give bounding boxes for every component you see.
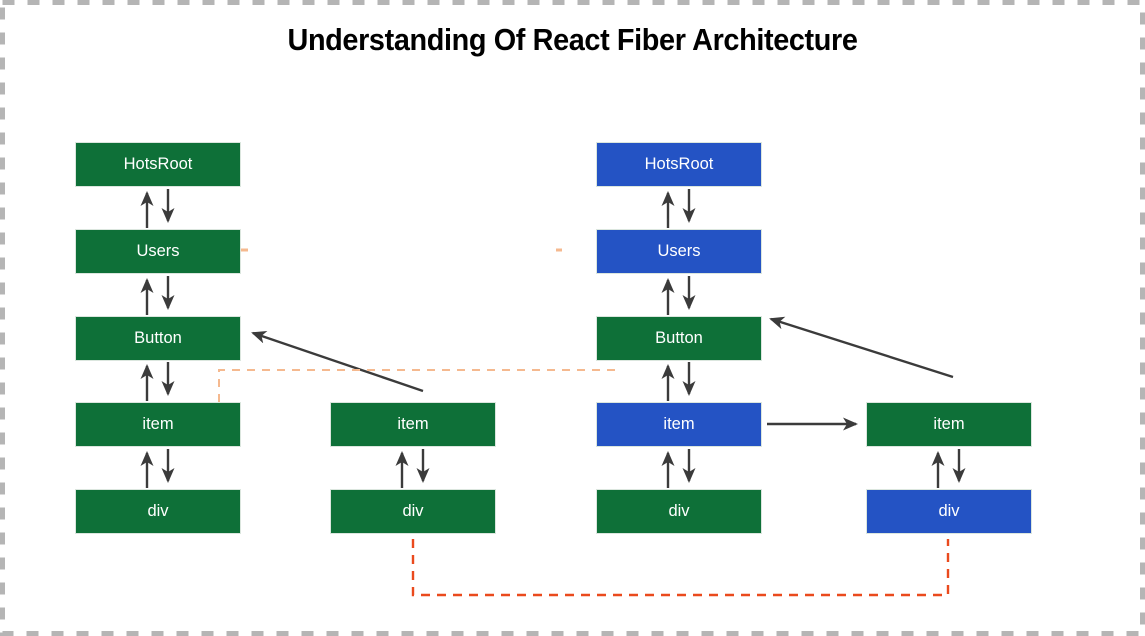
node-left-sibling-item: item [331,403,495,446]
node-left-users: Users [76,230,240,273]
dashed-link-div-to-div [411,539,950,597]
return-arrow-right-item-to-button [769,316,954,379]
vertical-link-arrows [140,189,966,488]
node-left-sibling-div: div [331,490,495,533]
dashed-link-item [218,369,620,402]
page-title: Understanding Of React Fiber Architectur… [287,22,858,57]
node-left-div: div [76,490,240,533]
node-left-item: item [76,403,240,446]
node-right-item: item [597,403,761,446]
node-right-button: Button [597,317,761,360]
node-right-users: Users [597,230,761,273]
dashed-alternate-links [218,248,620,402]
node-left-button: Button [76,317,240,360]
node-left-hotsroot: HotsRoot [76,143,240,186]
node-right-div: div [597,490,761,533]
return-arrow-left-item-to-button [251,331,424,393]
node-right-hotsroot: HotsRoot [597,143,761,186]
node-right-sibling-div: div [867,490,1031,533]
node-right-sibling-item: item [867,403,1031,446]
